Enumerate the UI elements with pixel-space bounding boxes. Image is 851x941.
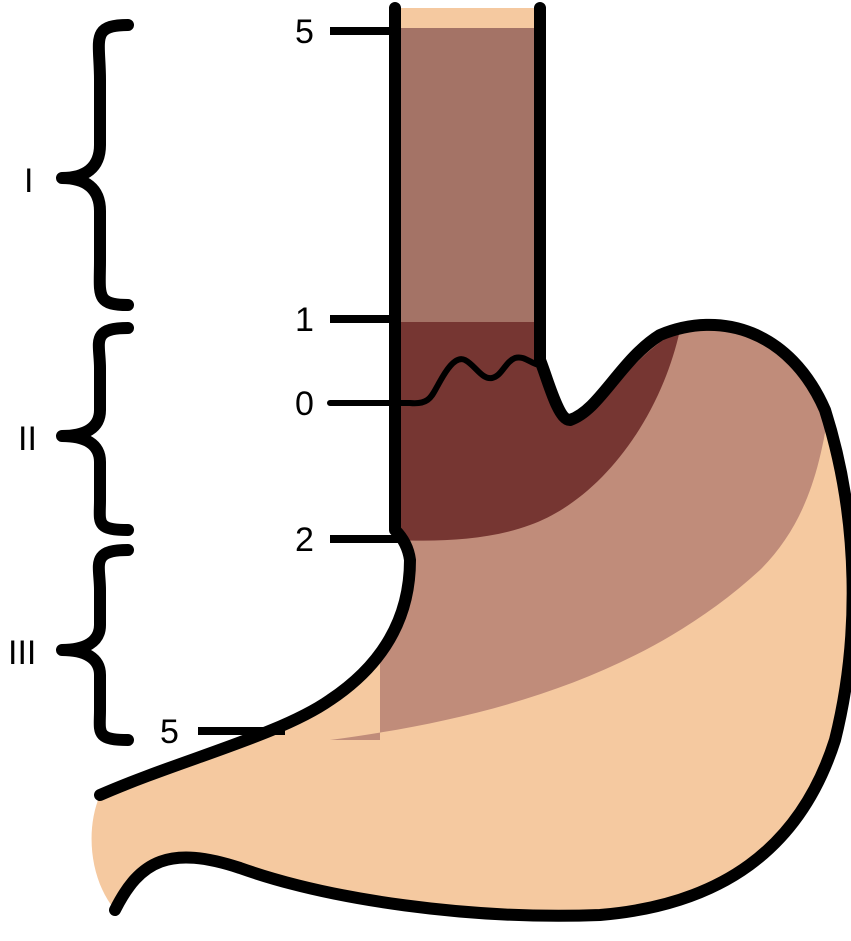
type-label-2: II <box>18 420 37 458</box>
tick-label-top-5: 5 <box>295 13 314 51</box>
type-label-3: III <box>8 634 36 672</box>
tick-label-2: 2 <box>295 521 314 559</box>
brace-type-2 <box>62 328 128 530</box>
tick-marks <box>198 31 400 731</box>
brace-type-1 <box>62 25 128 305</box>
type-label-1: I <box>24 162 33 200</box>
brace-type-3 <box>62 550 128 740</box>
tick-label-0: 0 <box>295 385 314 423</box>
upper-esophagus-band <box>395 28 540 322</box>
tick-label-bottom-5: 5 <box>160 713 179 751</box>
tick-label-1: 1 <box>295 301 314 339</box>
braces <box>62 25 128 740</box>
